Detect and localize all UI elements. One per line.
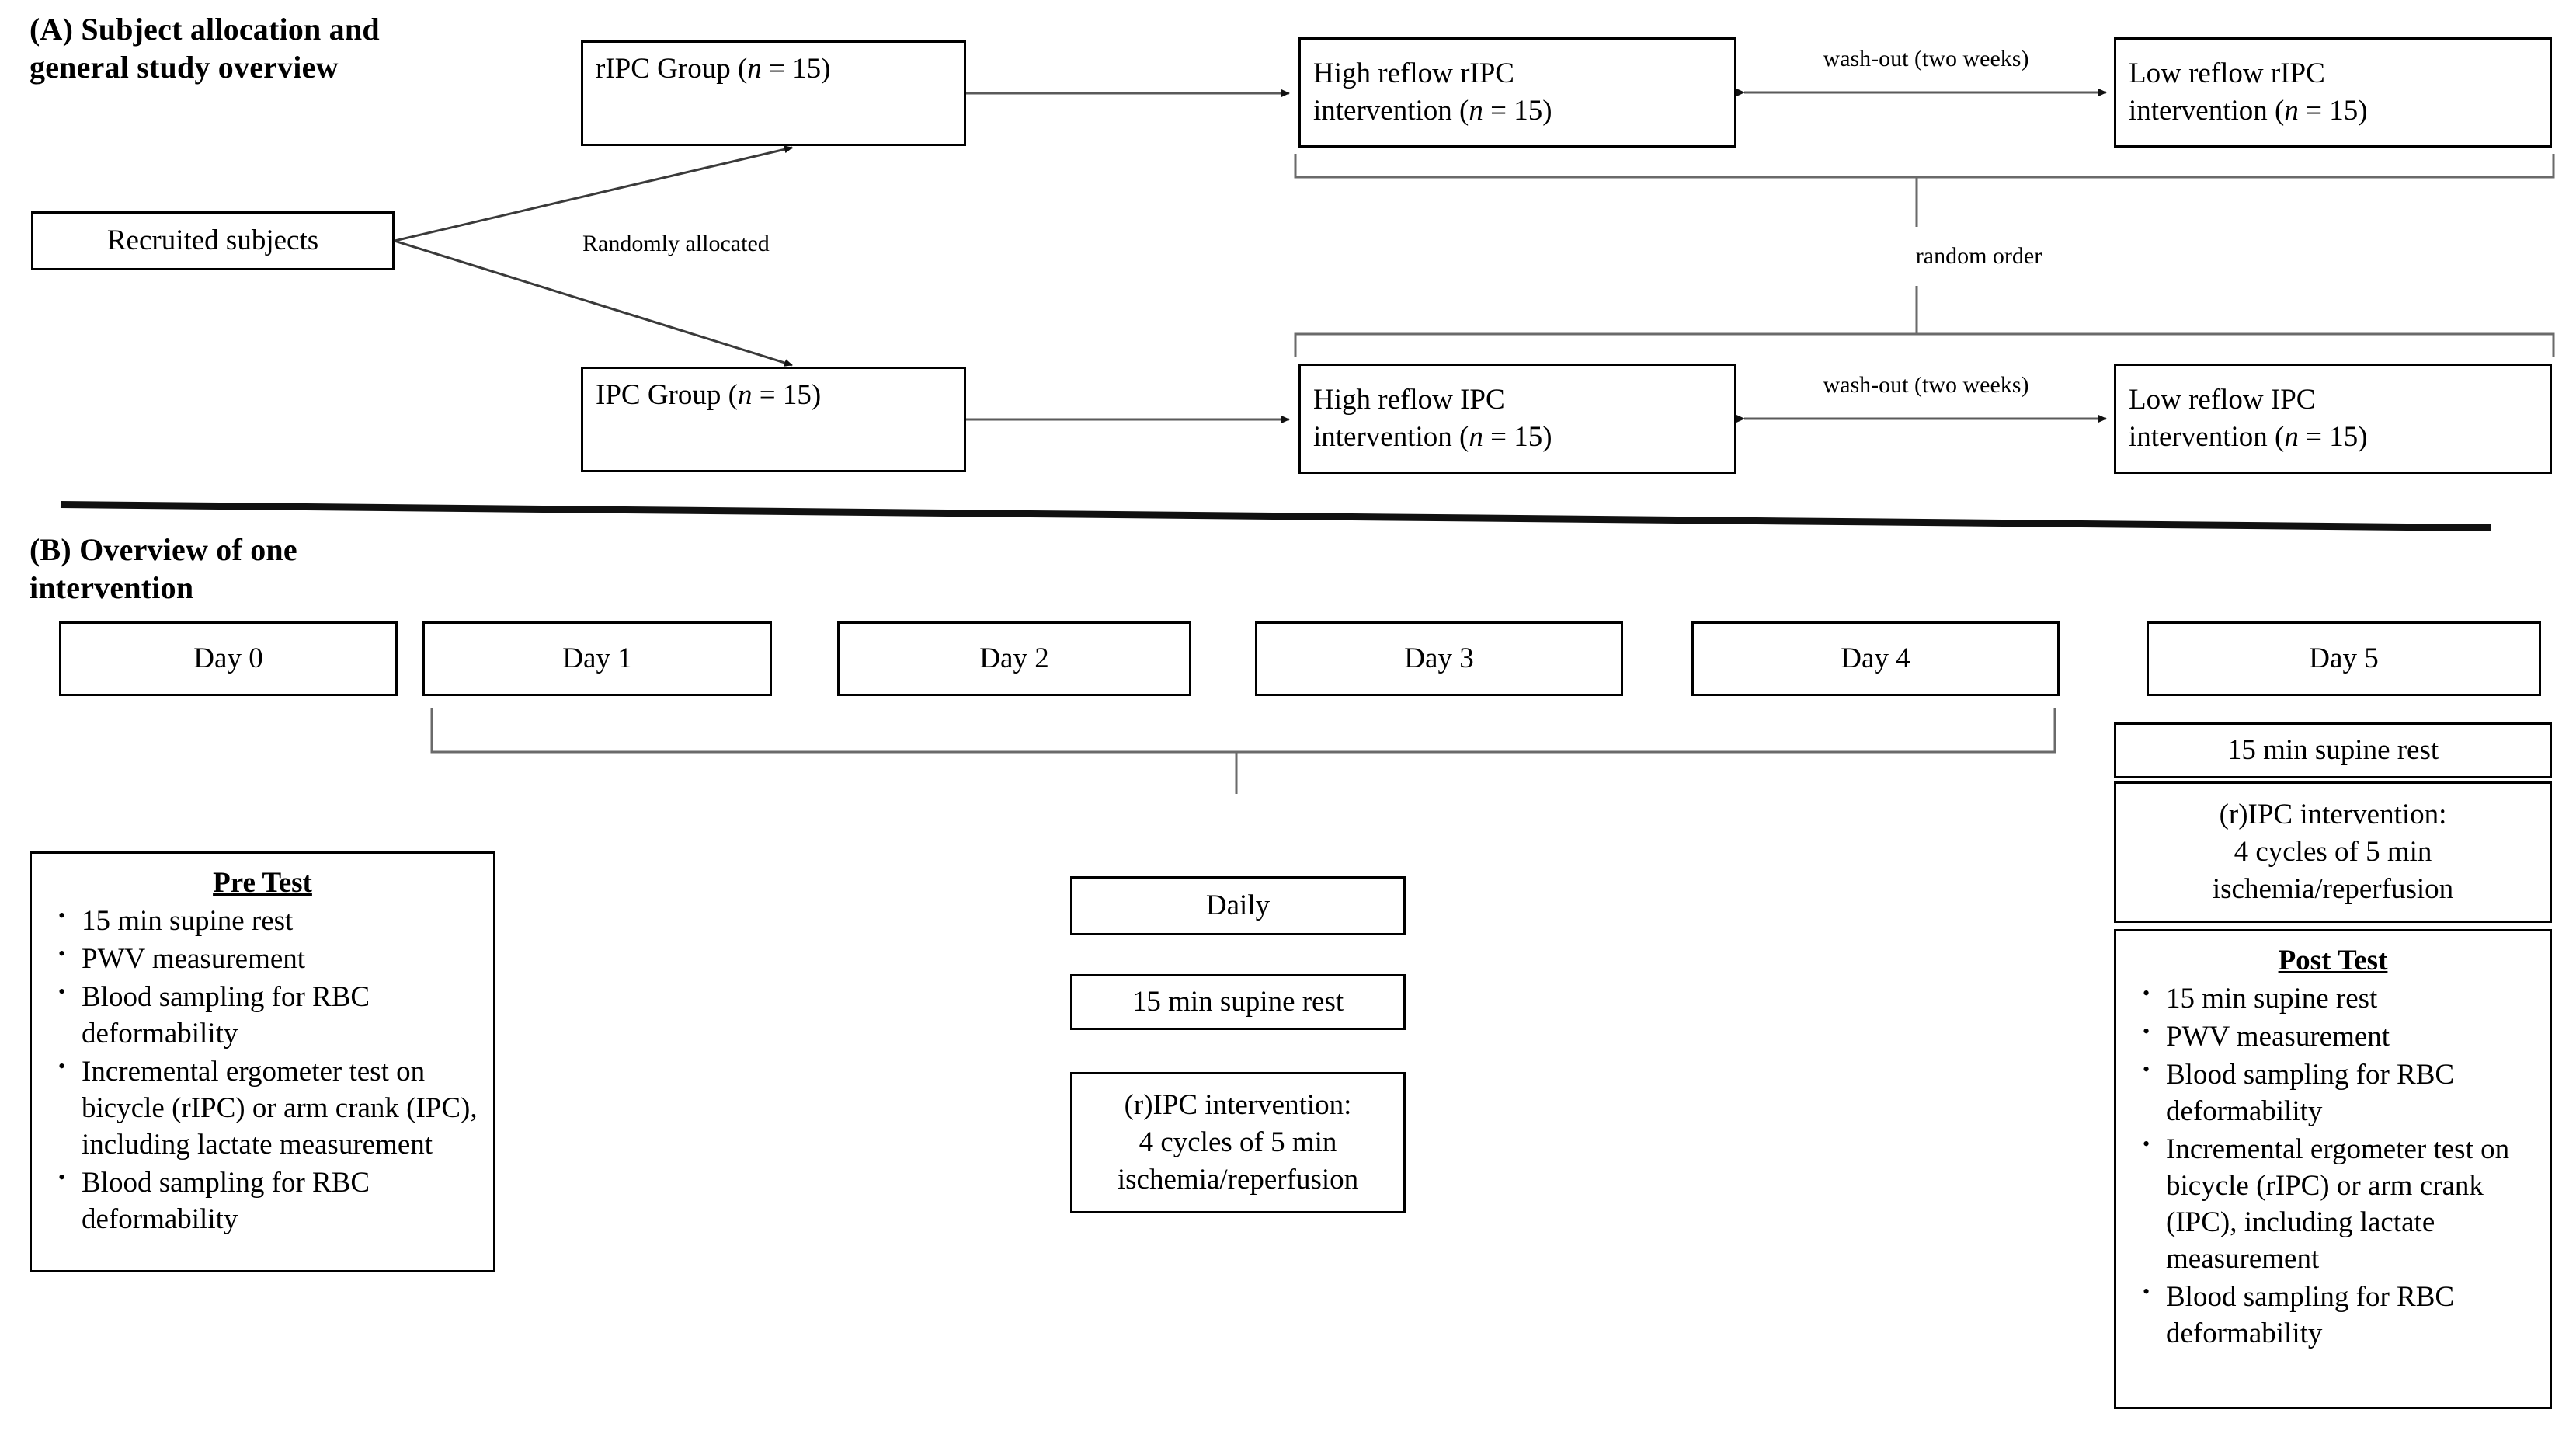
n-italic: n xyxy=(747,53,762,85)
panel-a-title: (A) Subject allocation and general study… xyxy=(30,11,464,87)
box-high-reflow-ipc-line1: High reflow IPC xyxy=(1313,383,1505,416)
label-random-order: random order xyxy=(1915,243,2042,269)
box-pre-test[interactable]: Pre Test 15 min supine rest PWV measurem… xyxy=(30,851,495,1272)
list-item: Blood sampling for RBC deformability xyxy=(2143,1279,2536,1352)
box-daily-intervention-line3: ischemia/reperfusion xyxy=(1117,1164,1359,1196)
box-ipc-group-label: IPC Group (n = 15) xyxy=(596,379,822,411)
box-pre-test-title: Pre Test xyxy=(213,867,312,899)
n-italic: n xyxy=(1469,95,1483,127)
box-day-2-label: Day 2 xyxy=(979,642,1049,674)
box-daily-intervention-line2: 4 cycles of 5 min xyxy=(1139,1126,1337,1158)
box-day-5[interactable]: Day 5 xyxy=(2147,621,2541,696)
list-item: Blood sampling for RBC deformability xyxy=(58,1164,479,1238)
box-day-5-label: Day 5 xyxy=(2309,642,2379,674)
panel-b-title: (B) Overview of one intervention xyxy=(30,531,433,607)
list-item: 15 min supine rest xyxy=(2143,980,2536,1018)
box-day-1[interactable]: Day 1 xyxy=(422,621,772,696)
box-high-reflow-ripc-line1: High reflow rIPC xyxy=(1313,57,1514,89)
box-ripc-group-label: rIPC Group (n = 15) xyxy=(596,53,831,85)
list-item: Incremental ergometer test on bicycle (r… xyxy=(2143,1131,2536,1278)
label-washout-ipc: wash-out (two weeks) xyxy=(1823,372,2029,398)
pre-test-list: 15 min supine rest PWV measurement Blood… xyxy=(46,903,479,1238)
box-day-2[interactable]: Day 2 xyxy=(837,621,1191,696)
box-day5-intervention[interactable]: (r)IPC intervention: 4 cycles of 5 min i… xyxy=(2114,781,2552,923)
box-day-0-label: Day 0 xyxy=(193,642,263,674)
box-daily-heading-label: Daily xyxy=(1205,889,1271,921)
label-washout-ripc: wash-out (two weeks) xyxy=(1823,46,2029,71)
panel-b-title-text: (B) Overview of one intervention xyxy=(30,532,297,605)
box-low-reflow-ipc-line1: Low reflow IPC xyxy=(2129,383,2316,416)
box-day5-intervention-line1: (r)IPC intervention: xyxy=(2219,798,2447,830)
n-italic: n xyxy=(2284,95,2299,127)
n-italic: n xyxy=(1469,421,1483,453)
list-item: PWV measurement xyxy=(58,941,479,978)
box-daily-heading[interactable]: Daily xyxy=(1070,876,1406,935)
box-daily-intervention[interactable]: (r)IPC intervention: 4 cycles of 5 min i… xyxy=(1070,1072,1406,1213)
box-recruited-subjects[interactable]: Recruited subjects xyxy=(31,211,395,270)
box-low-reflow-ripc[interactable]: Low reflow rIPC intervention (n = 15) xyxy=(2114,37,2552,148)
post-test-list: 15 min supine rest PWV measurement Blood… xyxy=(2130,980,2536,1352)
box-day-3[interactable]: Day 3 xyxy=(1255,621,1623,696)
label-randomly-allocated: Randomly allocated xyxy=(582,231,770,256)
list-item: 15 min supine rest xyxy=(58,903,479,940)
box-recruited-subjects-label: Recruited subjects xyxy=(106,224,319,256)
box-ipc-group[interactable]: IPC Group (n = 15) xyxy=(581,367,966,472)
box-daily-rest[interactable]: 15 min supine rest xyxy=(1070,974,1406,1030)
box-high-reflow-ripc[interactable]: High reflow rIPC intervention (n = 15) xyxy=(1298,37,1736,148)
box-low-reflow-ripc-line1: Low reflow rIPC xyxy=(2129,57,2325,89)
box-day5-intervention-line2: 4 cycles of 5 min xyxy=(2234,835,2432,868)
box-day-4[interactable]: Day 4 xyxy=(1691,621,2060,696)
n-italic: n xyxy=(2284,421,2299,453)
box-low-reflow-ipc[interactable]: Low reflow IPC intervention (n = 15) xyxy=(2114,364,2552,474)
box-low-reflow-ripc-line2: intervention (n = 15) xyxy=(2129,95,2368,127)
box-high-reflow-ipc-line2: intervention (n = 15) xyxy=(1313,421,1552,453)
list-item: Blood sampling for RBC deformability xyxy=(2143,1056,2536,1130)
box-day5-intervention-line3: ischemia/reperfusion xyxy=(2212,873,2454,906)
box-day-3-label: Day 3 xyxy=(1404,642,1474,674)
n-italic: n xyxy=(737,379,753,411)
box-day-1-label: Day 1 xyxy=(562,642,632,674)
box-low-reflow-ipc-line2: intervention (n = 15) xyxy=(2129,421,2368,453)
box-ripc-group[interactable]: rIPC Group (n = 15) xyxy=(581,40,966,146)
list-item: Blood sampling for RBC deformability xyxy=(58,979,479,1053)
panel-a-title-text: (A) Subject allocation and general study… xyxy=(30,12,380,85)
box-post-test[interactable]: Post Test 15 min supine rest PWV measure… xyxy=(2114,929,2552,1409)
box-high-reflow-ripc-line2: intervention (n = 15) xyxy=(1313,95,1552,127)
list-item: Incremental ergometer test on bicycle (r… xyxy=(58,1053,479,1164)
box-daily-rest-label: 15 min supine rest xyxy=(1132,985,1344,1018)
box-daily-intervention-line1: (r)IPC intervention: xyxy=(1124,1088,1352,1121)
box-high-reflow-ipc[interactable]: High reflow IPC intervention (n = 15) xyxy=(1298,364,1736,474)
box-day-0[interactable]: Day 0 xyxy=(59,621,398,696)
list-item: PWV measurement xyxy=(2143,1018,2536,1056)
box-post-test-title: Post Test xyxy=(2278,945,2388,976)
box-day5-rest-label: 15 min supine rest xyxy=(2227,733,2439,766)
box-day5-rest[interactable]: 15 min supine rest xyxy=(2114,722,2552,778)
box-day-4-label: Day 4 xyxy=(1841,642,1910,674)
